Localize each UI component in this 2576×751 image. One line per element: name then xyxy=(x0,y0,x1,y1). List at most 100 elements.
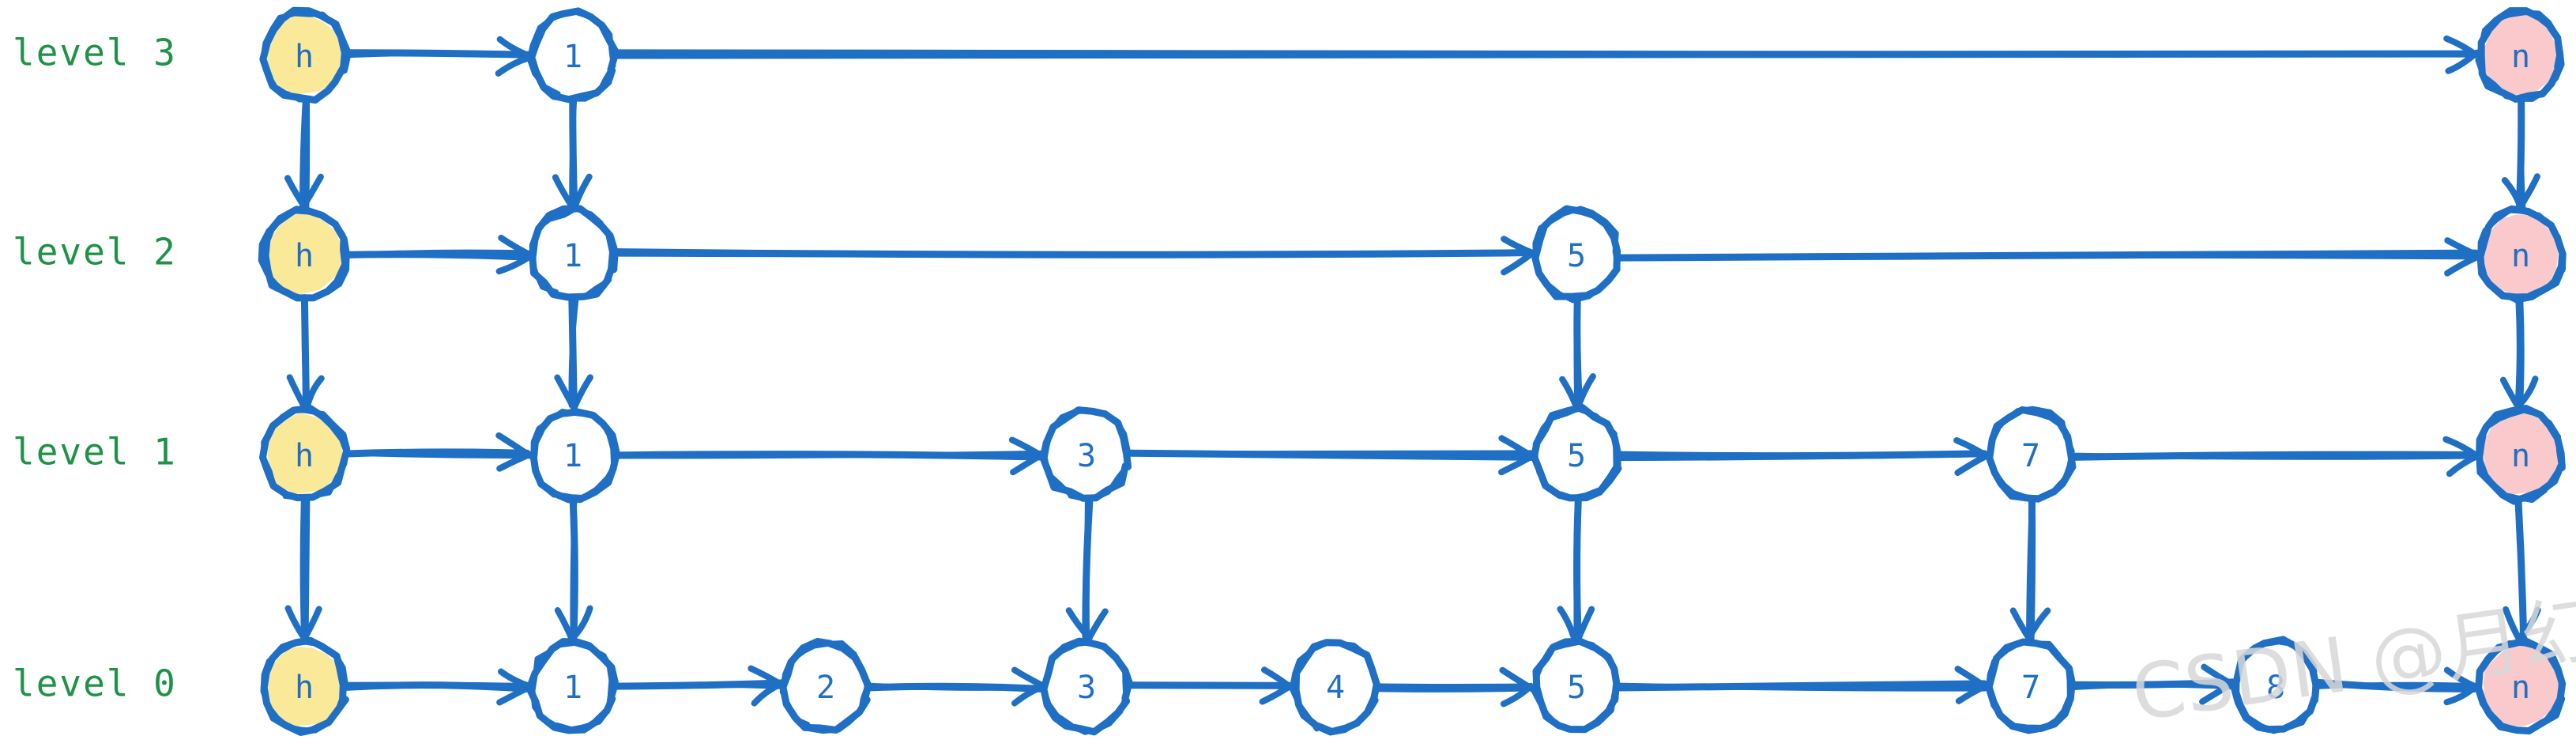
arrowhead-icon xyxy=(1954,452,1990,476)
graph-node-1[interactable]: 1 xyxy=(530,408,620,504)
graph-node-n[interactable]: n xyxy=(2475,7,2565,103)
graph-node-5[interactable]: 5 xyxy=(1531,403,1622,502)
arrowhead-icon xyxy=(552,174,576,211)
arrowhead-icon xyxy=(495,254,533,275)
arrowhead-icon xyxy=(1259,681,1296,705)
graph-node-7[interactable]: 7 xyxy=(1986,406,2077,503)
arrowhead-icon xyxy=(2199,680,2235,705)
node-outline xyxy=(260,10,347,103)
graph-node-5[interactable]: 5 xyxy=(1531,205,1621,304)
graph-node-h[interactable]: h xyxy=(260,636,349,736)
graph-node-5[interactable]: 5 xyxy=(1531,637,1621,734)
node-label: 5 xyxy=(1567,670,1586,706)
edge-line xyxy=(1613,253,2479,261)
edge-line xyxy=(570,495,578,643)
node-outline xyxy=(2477,207,2565,304)
arrowhead-icon xyxy=(1501,249,1536,276)
graph-node-3[interactable]: 3 xyxy=(1039,406,1132,502)
edge-vertical xyxy=(552,95,593,211)
graph-node-3[interactable]: 3 xyxy=(1040,637,1133,736)
graph-node-1[interactable]: 1 xyxy=(525,638,620,734)
arrowhead-icon xyxy=(498,234,534,259)
edge-line xyxy=(1124,682,1294,689)
arrowhead-icon xyxy=(1500,682,1534,708)
node-fill xyxy=(2237,644,2314,726)
nodes-layer: h 1 n h 1 5 n h 1 3 5 7 n h 1 2 3 4 5 7 8 n xyxy=(258,6,2567,736)
arrowhead-icon xyxy=(1011,684,1044,707)
node-fill xyxy=(1298,644,1375,725)
arrowhead-icon xyxy=(2515,376,2539,409)
edge-line xyxy=(2312,681,2482,690)
edge-line xyxy=(2518,296,2525,411)
edge-vertical xyxy=(1065,495,1109,643)
arrowhead-icon xyxy=(2444,237,2481,259)
edge-horizontal xyxy=(1614,666,1991,704)
arrowhead-icon xyxy=(569,605,593,642)
edge-line xyxy=(612,682,785,690)
node-label: 1 xyxy=(563,438,582,474)
edge-horizontal xyxy=(861,666,1046,707)
node-fill xyxy=(266,14,344,95)
node-label: 1 xyxy=(563,39,582,75)
node-outline xyxy=(258,208,347,301)
edge-horizontal xyxy=(1124,666,1297,705)
arrowhead-icon xyxy=(554,374,578,412)
graph-node-h[interactable]: h xyxy=(258,206,350,302)
node-fill xyxy=(1990,645,2071,726)
graph-node-8[interactable]: 8 xyxy=(2231,636,2320,734)
arrowhead-icon xyxy=(2446,452,2482,477)
edge-line xyxy=(1613,451,1992,462)
node-label: 4 xyxy=(1326,670,1345,706)
arrowhead-icon xyxy=(2442,436,2479,459)
edge-line xyxy=(612,49,2479,58)
arrowhead-icon xyxy=(2499,376,2521,410)
node-label: h xyxy=(295,39,314,75)
arrowhead-icon xyxy=(496,451,533,472)
edge-horizontal xyxy=(2312,666,2482,706)
graph-node-2[interactable]: 2 xyxy=(779,638,872,734)
node-fill xyxy=(2481,14,2559,96)
graph-node-n[interactable]: n xyxy=(2476,405,2566,505)
graph-node-h[interactable]: h xyxy=(259,405,351,502)
node-outline xyxy=(2234,639,2318,734)
arrowhead-icon xyxy=(284,605,307,641)
edge-line xyxy=(569,95,578,209)
graph-node-n[interactable]: n xyxy=(2476,205,2567,304)
node-label: n xyxy=(2511,670,2530,706)
graph-node-7[interactable]: 7 xyxy=(1985,638,2076,734)
graph-node-n[interactable]: n xyxy=(2475,637,2567,735)
graph-node-1[interactable]: 1 xyxy=(526,7,620,104)
node-outline xyxy=(530,409,616,500)
arrowhead-icon xyxy=(1065,607,1092,641)
node-label: 2 xyxy=(816,670,835,706)
node-outline xyxy=(526,9,616,102)
arrowhead-icon xyxy=(2516,606,2541,641)
edge-line xyxy=(345,51,530,58)
node-outline xyxy=(1041,640,1128,735)
node-label: 3 xyxy=(1077,438,1096,474)
edge-horizontal xyxy=(341,668,534,706)
node-label: n xyxy=(2511,438,2530,474)
graph-node-h[interactable]: h xyxy=(259,6,352,104)
node-fill xyxy=(535,213,611,295)
level-label-level-0: level 0 xyxy=(13,662,177,705)
node-label: 5 xyxy=(1567,438,1586,474)
node-label: h xyxy=(295,238,314,274)
arrowhead-icon xyxy=(284,175,309,213)
edge-horizontal xyxy=(341,234,534,275)
node-outline xyxy=(779,640,872,734)
arrowhead-icon xyxy=(2009,607,2033,643)
arrowhead-icon xyxy=(1498,452,1536,476)
arrowhead-icon xyxy=(495,55,533,77)
node-outline xyxy=(1289,640,1380,736)
arrowhead-icon xyxy=(1011,666,1046,689)
graph-node-4[interactable]: 4 xyxy=(1289,639,1380,736)
node-label: n xyxy=(2511,238,2530,274)
node-outline xyxy=(530,640,614,732)
graph-node-1[interactable]: 1 xyxy=(529,205,619,301)
edge-horizontal xyxy=(608,236,1536,276)
node-outline xyxy=(1531,639,1620,733)
edge-horizontal xyxy=(1613,437,1992,476)
